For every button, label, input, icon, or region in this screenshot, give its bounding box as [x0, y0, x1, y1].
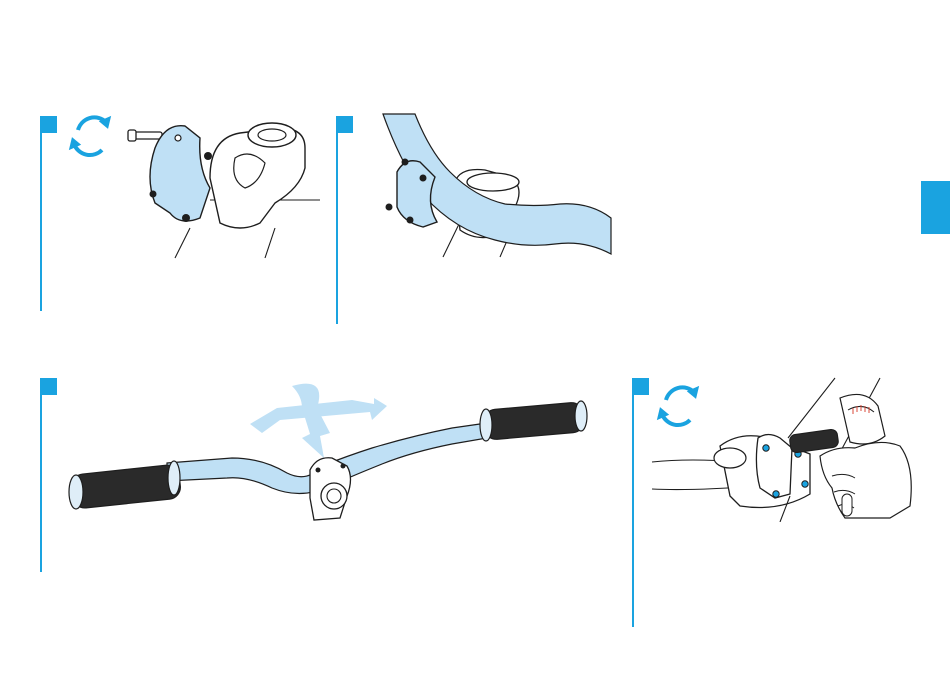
- step-1-marker: [40, 116, 57, 133]
- bolt-detail: [128, 130, 162, 141]
- left-grip: [69, 461, 182, 509]
- step-2-rule: [336, 116, 338, 324]
- step-4-rule: [632, 378, 634, 627]
- step-4-illustration: [650, 376, 915, 522]
- step-2-marker: [336, 116, 353, 133]
- move-arrows-icon: [250, 384, 387, 458]
- step-1-rule: [40, 116, 42, 311]
- step-1-illustration: [60, 108, 330, 268]
- step-4-marker: [632, 378, 649, 395]
- step-3-marker: [40, 378, 57, 395]
- right-grip: [480, 401, 587, 441]
- step-2-illustration: [375, 112, 615, 262]
- step-3-rule: [40, 378, 42, 572]
- hand-detail: [820, 442, 911, 518]
- chapter-tab: [921, 181, 950, 234]
- stem-detail: [310, 458, 351, 520]
- step-3-illustration: [62, 378, 607, 523]
